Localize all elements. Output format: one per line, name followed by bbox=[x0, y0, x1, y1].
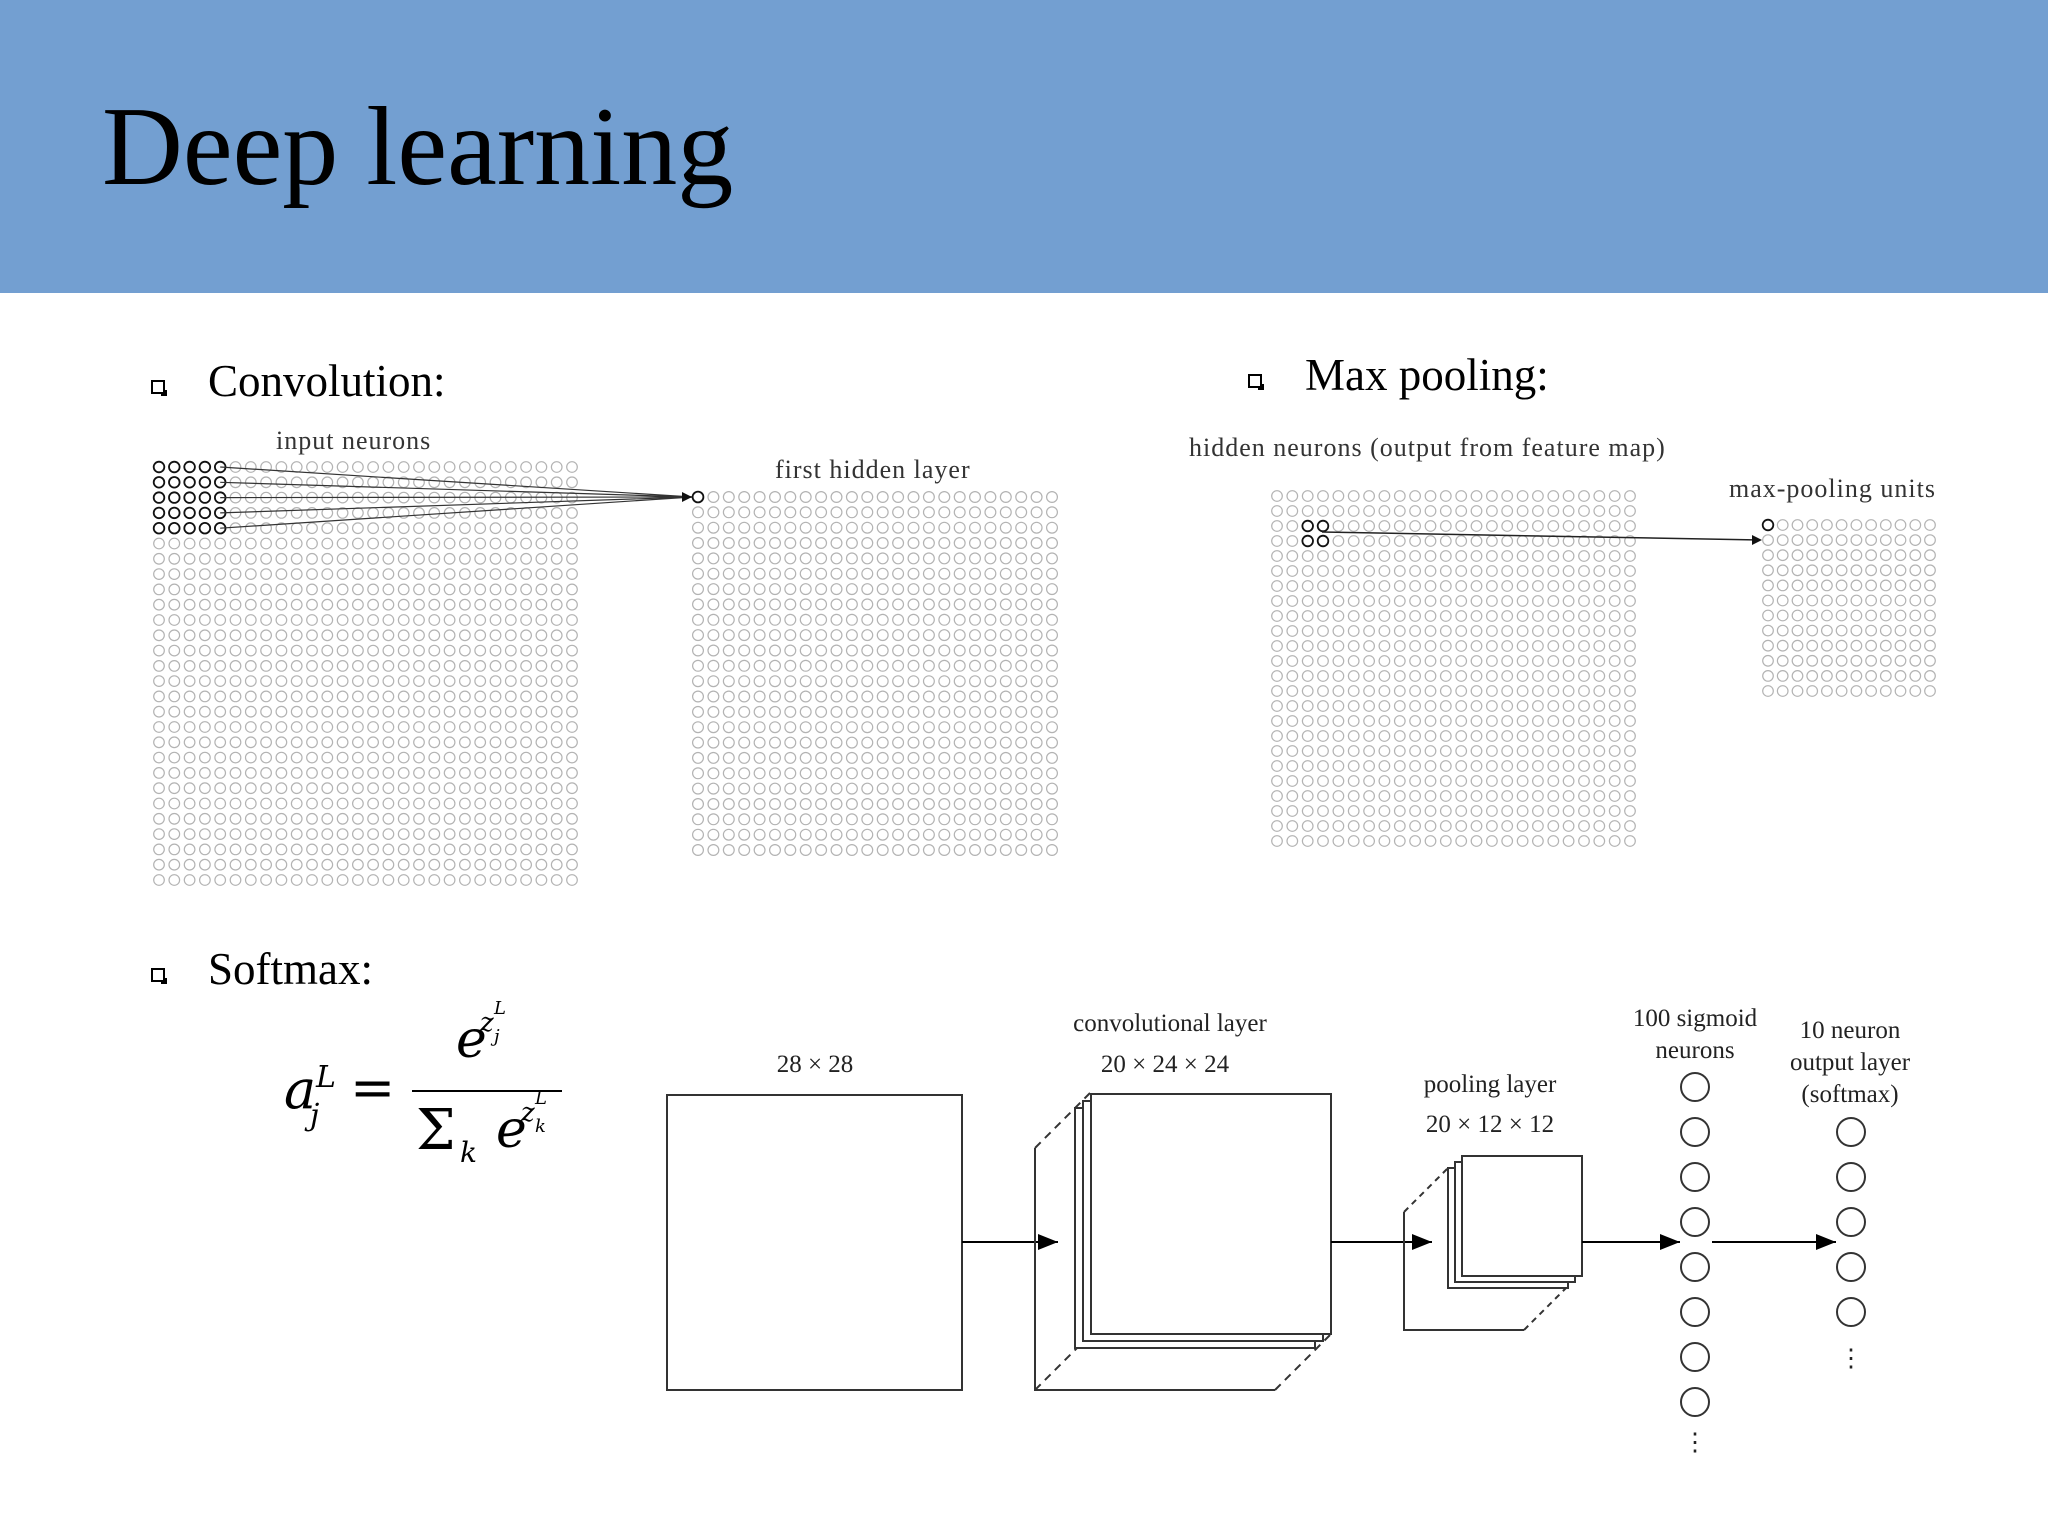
input-image-box bbox=[666, 1094, 963, 1391]
formula-den-sum: Σ bbox=[416, 1098, 456, 1163]
convolution-heading: Convolution: bbox=[208, 356, 446, 406]
softmax-heading: Softmax: bbox=[208, 944, 373, 994]
output-neuron bbox=[1836, 1117, 1866, 1147]
output-neuron bbox=[1836, 1207, 1866, 1237]
sigmoid-neuron bbox=[1680, 1387, 1710, 1417]
sigmoid-title-line-2: neurons bbox=[1655, 1037, 1735, 1064]
hidden-neurons-label: hidden neurons (output from feature map) bbox=[1189, 433, 1666, 462]
first-hidden-layer-grid bbox=[691, 490, 1058, 856]
pooling-input-grid bbox=[1271, 490, 1636, 847]
output-neuron bbox=[1836, 1252, 1866, 1282]
softmax-bullet-icon bbox=[151, 968, 167, 984]
sigmoid-neuron bbox=[1680, 1252, 1710, 1282]
formula-num-base: e bbox=[456, 1010, 487, 1070]
slide-title: Deep learning bbox=[102, 85, 734, 209]
formula-den-exp-sup: L bbox=[535, 1088, 547, 1109]
formula-lhs-base: a bbox=[284, 1058, 317, 1121]
first-hidden-layer-label: first hidden layer bbox=[775, 455, 971, 484]
sigmoid-title-line-1: 100 sigmoid bbox=[1632, 1005, 1758, 1032]
conv-layer-stack bbox=[1034, 1092, 1332, 1391]
max-pooling-units-grid bbox=[1761, 518, 1936, 697]
output-title-line-3: (softmax) bbox=[1801, 1081, 1899, 1108]
pool-layer-stack bbox=[1403, 1155, 1583, 1331]
sigmoid-neuron bbox=[1680, 1207, 1710, 1237]
slide-header: Deep learning bbox=[0, 0, 2048, 293]
formula-den-sum-sub: k bbox=[460, 1136, 477, 1169]
softmax-formula: a L j = e z L j Σ k e z L k bbox=[280, 998, 580, 1180]
max-pooling-heading: Max pooling: bbox=[1305, 350, 1549, 400]
sigmoid-neuron bbox=[1680, 1297, 1710, 1327]
output-ellipsis: ⋮ bbox=[1838, 1345, 1864, 1372]
max-pooling-units-label: max-pooling units bbox=[1729, 474, 1936, 503]
sigmoid-ellipsis: ⋮ bbox=[1682, 1429, 1708, 1456]
sigmoid-neuron bbox=[1680, 1117, 1710, 1147]
convolution-bullet-icon bbox=[151, 380, 167, 396]
sigmoid-neuron bbox=[1680, 1342, 1710, 1372]
formula-den-base: e bbox=[496, 1100, 527, 1160]
conv-layer-size: 20 × 24 × 24 bbox=[1100, 1051, 1230, 1078]
output-title-line-2: output layer bbox=[1789, 1049, 1911, 1076]
formula-equals: = bbox=[350, 1056, 396, 1119]
input-size-label: 28 × 28 bbox=[776, 1051, 854, 1078]
sigmoid-neuron bbox=[1680, 1072, 1710, 1102]
output-neuron bbox=[1836, 1162, 1866, 1192]
output-neurons-column bbox=[1836, 1117, 1866, 1327]
output-title-line-1: 10 neuron bbox=[1799, 1017, 1901, 1044]
formula-num-exp-base: z bbox=[480, 1008, 494, 1038]
input-neuron-grid bbox=[152, 460, 578, 886]
pooling-connection-arrow bbox=[1321, 531, 1762, 545]
sigmoid-neurons-column bbox=[1680, 1072, 1710, 1417]
input-neurons-label: input neurons bbox=[276, 426, 432, 455]
formula-den-exp-base: z bbox=[521, 1098, 535, 1128]
formula-lhs-sup: L bbox=[316, 1060, 336, 1095]
conv-layer-title: convolutional layer bbox=[1073, 1010, 1267, 1037]
pool-layer-size: 20 × 12 × 12 bbox=[1425, 1111, 1555, 1138]
formula-lhs-sub: j bbox=[310, 1098, 320, 1133]
formula-fraction-bar bbox=[412, 1090, 562, 1092]
pool-layer-title: pooling layer bbox=[1423, 1071, 1557, 1098]
formula-num-exp-sup: L bbox=[494, 998, 506, 1019]
output-neuron bbox=[1836, 1297, 1866, 1327]
formula-den-exp-sub: k bbox=[535, 1116, 546, 1137]
formula-num-exp-sub: j bbox=[494, 1026, 500, 1047]
sigmoid-neuron bbox=[1680, 1162, 1710, 1192]
max-pooling-bullet-icon bbox=[1248, 374, 1264, 390]
receptive-field-connections bbox=[220, 466, 693, 529]
